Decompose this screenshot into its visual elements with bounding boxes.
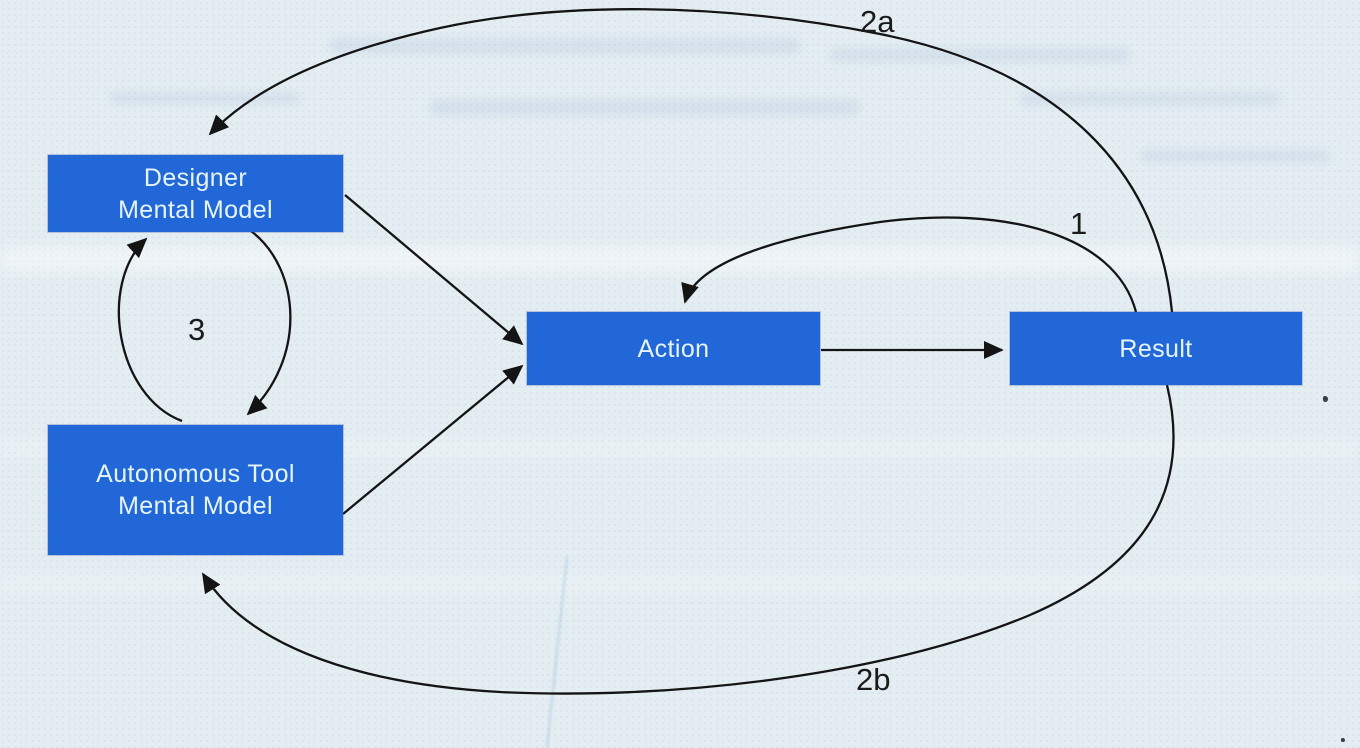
edge-result-to-action-1 — [681, 216, 1138, 313]
edge-label-2a: 2a — [860, 4, 895, 39]
bleedthrough-texture — [330, 38, 800, 54]
scan-light-band — [0, 574, 1360, 594]
node-action: Action — [527, 312, 820, 385]
bleedthrough-texture — [430, 100, 860, 115]
edge-label-3: 3 — [188, 312, 206, 347]
edge-designer-to-autonomous-3 — [246, 230, 292, 416]
node-designer-line2: Mental Model — [118, 195, 273, 224]
node-result: Result — [1010, 312, 1302, 385]
edge-designer-to-action — [344, 194, 524, 346]
edge-result-to-designer-2a — [208, 8, 1174, 313]
scan-speck — [1341, 738, 1345, 742]
edge-result-to-autonomous-2b — [202, 384, 1175, 695]
node-designer-mental-model: Designer Mental Model — [48, 155, 343, 232]
edge-autonomous-to-action — [342, 364, 524, 515]
edge-label-2b: 2b — [856, 662, 891, 697]
edge-label-1: 1 — [1070, 206, 1088, 241]
node-autonomous-line2: Mental Model — [118, 492, 273, 520]
node-designer-line1: Designer — [143, 163, 248, 192]
bleedthrough-texture — [110, 92, 300, 104]
bleedthrough-texture — [1020, 92, 1280, 105]
scan-light-band — [0, 246, 1360, 272]
edge-autonomous-to-designer-3 — [117, 237, 183, 423]
node-autonomous-tool-mental-model: Autonomous Tool Mental Model — [48, 425, 343, 555]
scan-speck — [1323, 396, 1328, 402]
node-autonomous-line1: Autonomous Tool — [96, 460, 295, 488]
bleedthrough-texture — [1140, 150, 1330, 162]
page-fold-line — [545, 556, 569, 748]
node-action-label: Action — [637, 334, 710, 363]
node-result-label: Result — [1119, 334, 1193, 363]
bleedthrough-texture — [830, 48, 1130, 62]
